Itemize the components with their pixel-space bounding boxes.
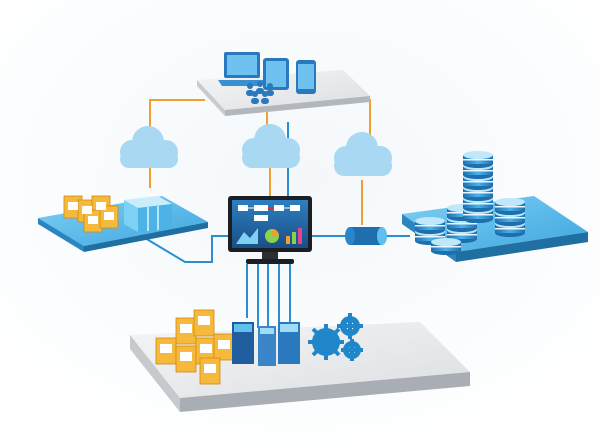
server-rack-icons	[232, 322, 300, 366]
cloud-center	[242, 124, 300, 168]
tablet-icon	[263, 58, 289, 90]
documents-storage-platform	[38, 195, 208, 252]
storage-block-icon	[124, 196, 172, 232]
database-connector-icon	[345, 227, 387, 245]
database-stack-icons	[415, 151, 525, 255]
workflow-chart-icon	[238, 205, 300, 221]
users-group-icon	[246, 81, 274, 104]
gears-icon	[308, 313, 363, 361]
cloud-left	[120, 126, 178, 168]
database-disc-icon	[415, 217, 445, 234]
mini-charts-icon	[236, 228, 302, 244]
document-pile-icon	[155, 309, 235, 385]
database-disc-icon	[463, 151, 493, 168]
phone-icon	[296, 60, 316, 94]
cloud-right	[334, 132, 392, 176]
database-platform	[402, 151, 588, 262]
laptop-icon	[218, 52, 266, 86]
servers-platform	[130, 309, 470, 412]
monitor-dashboard	[228, 196, 312, 264]
database-disc-icon	[431, 238, 461, 255]
document-stack-icon	[63, 195, 119, 233]
devices-platform	[197, 52, 370, 116]
database-disc-icon	[495, 198, 525, 215]
